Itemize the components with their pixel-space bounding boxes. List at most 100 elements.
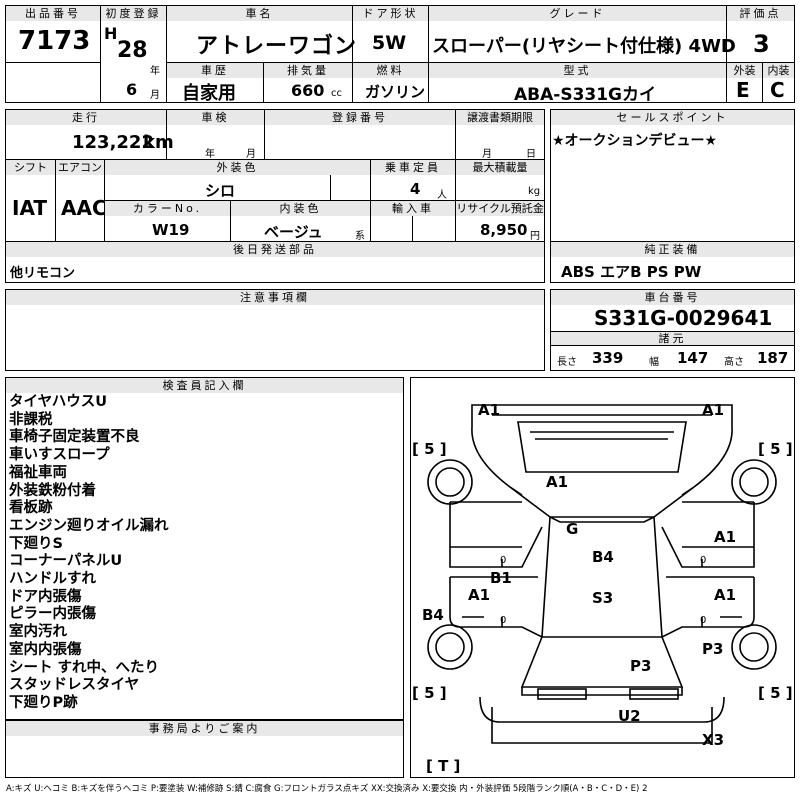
sales-text: ★オークションデビュー★ [552, 133, 718, 149]
model-label: 型式 [429, 63, 726, 78]
disp-unit: cc [331, 88, 342, 99]
ext-grade: E [736, 78, 750, 102]
mark-zero: 0 [500, 555, 506, 566]
disp-label: 排気量 [264, 63, 352, 78]
grade: スローパー(リヤシート付仕様) 4WD [432, 36, 736, 57]
history-label: 車歴 [167, 63, 263, 78]
model-code: ABA-S331Gカイ [514, 85, 657, 105]
dims-label: 諸元 [551, 332, 794, 345]
parts-text: 他リモコン [10, 266, 76, 281]
parts-section [5, 241, 545, 283]
mark-a1-hood: A1 [546, 473, 568, 491]
chassis-number: S331G-0029641 [594, 306, 773, 330]
inspection-line: 車椅子固定装置不良 [9, 429, 140, 446]
fuel-label: 燃料 [353, 63, 428, 78]
inspection-line: 車いすスロープ [9, 447, 110, 464]
history-value: 自家用 [182, 83, 236, 104]
tire-front-right: [ 5 ] [758, 440, 793, 458]
era: H [104, 24, 118, 43]
mark-a1-tr: A1 [702, 401, 724, 419]
interior-color: ベージュ [264, 223, 323, 241]
shift-label: シフト [6, 160, 55, 175]
height-label: 高さ [724, 357, 744, 368]
transfer-day-unit: 日 [526, 149, 536, 160]
capacity: 4 [410, 180, 421, 198]
shift: IAT [12, 196, 48, 220]
inspection-line: スタッドレスタイヤ [9, 677, 140, 694]
capacity-unit: 人 [437, 190, 447, 201]
mark-zero: 0 [700, 555, 706, 566]
inspection-line: 下廻りP跡 [9, 694, 78, 711]
inspection-line: ハンドルすれ [9, 571, 96, 588]
inspection-line: エンジン廻りオイル漏れ [9, 517, 169, 534]
lot-number: 7173 [18, 26, 91, 56]
tire-rear-right: [ 5 ] [758, 684, 793, 702]
width-label: 幅 [649, 357, 659, 368]
mark-s3: S3 [592, 589, 613, 607]
inspection-line: ピラー内張傷 [9, 606, 96, 623]
mark-a1-r2: A1 [714, 586, 736, 604]
inspection-label: 検査員記入欄 [6, 378, 403, 393]
notes-section [5, 289, 545, 371]
inspection-lines: タイヤハウスU 非課税 車椅子固定装置不良 車いすスロープ 福祉車両 外装鉄粉付… [9, 394, 169, 713]
inspection-line: 非課税 [9, 411, 53, 428]
tire-front-left: [ 5 ] [412, 440, 447, 458]
mark-b4-roof: B4 [592, 548, 614, 566]
equipment-label: 純正装備 [551, 242, 794, 257]
colorno-label: カラーNo. [105, 201, 230, 216]
lot-label: 出品番号 [6, 6, 100, 21]
mark-x3: X3 [702, 731, 724, 749]
inspection-line: 外装鉄粉付着 [9, 482, 96, 499]
chassis-label: 車台番号 [551, 290, 794, 305]
mark-a1-r1: A1 [714, 528, 736, 546]
color-label: 外装色 [105, 160, 370, 175]
inspection-line: ドア内張傷 [9, 588, 82, 605]
parts-label: 後日発送部品 [6, 242, 544, 257]
tire-spare: [ T ] [426, 757, 460, 775]
mark-zero: 0 [500, 615, 506, 626]
transfer-month-unit: 月 [482, 149, 492, 160]
grade-label: グレード [429, 6, 726, 21]
mark-b1: B1 [490, 569, 512, 587]
door-type: 5W [372, 32, 407, 54]
year-unit: 年 [150, 66, 160, 77]
plate-label: 登録番号 [265, 110, 455, 125]
door-label: ドア形状 [353, 6, 428, 21]
maxload-label: 最大積載量 [456, 160, 544, 175]
inspection-line: 看板跡 [9, 500, 53, 517]
car-name: アトレーワゴン [196, 34, 358, 59]
office-section [5, 720, 404, 778]
reg-month: 6 [126, 80, 138, 99]
recycle-fee: 8,950 [480, 221, 528, 239]
inspection-line: タイヤハウスU [9, 394, 108, 410]
sales-section [550, 109, 795, 283]
mileage-unit: km [143, 132, 174, 153]
office-label: 事務局よりご案内 [6, 721, 403, 736]
length: 339 [592, 349, 624, 367]
chassis-section [550, 289, 795, 371]
length-label: 長さ [557, 357, 577, 368]
ext-label: 外装 [727, 63, 762, 78]
mark-g: G [566, 520, 578, 538]
mark-zero: 0 [700, 615, 706, 626]
capacity-label: 乗車定員 [371, 160, 455, 175]
mileage: 123,222 [72, 132, 154, 153]
month-unit: 月 [150, 90, 160, 101]
inspection-line: コーナーパネルU [9, 553, 123, 570]
mark-b4-left: B4 [422, 606, 444, 624]
mileage-label: 走行 [6, 110, 166, 125]
score-label: 評価点 [727, 6, 794, 21]
shaken-month-unit: 月 [246, 149, 256, 160]
inspection-line: 室内汚れ [9, 624, 67, 641]
sales-label: セールスポイント [551, 110, 794, 125]
import-label: 輸入車 [371, 201, 455, 216]
ac-label: エアコン [56, 160, 104, 175]
shaken-year-unit: 年 [205, 149, 215, 160]
color: シロ [205, 182, 236, 200]
int-label: 内装 [763, 63, 794, 78]
fuel: ガソリン [365, 83, 426, 101]
recycle-label: リサイクル預託金 [456, 201, 544, 216]
recycle-unit: 円 [530, 231, 540, 242]
ac: AAC [61, 196, 107, 220]
legend: A:キズ U:ヘコミ B:キズを伴うヘコミ P:要塗装 W:補修跡 S:錆 C:… [6, 784, 648, 794]
